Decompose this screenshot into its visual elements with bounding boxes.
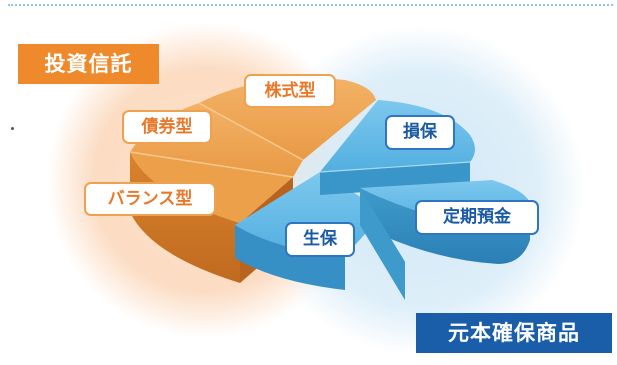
principal-guaranteed-label: 元本確保商品 xyxy=(416,313,612,353)
stock-type-label: 株式型 xyxy=(244,74,336,108)
life-insurance-label: 生保 xyxy=(285,222,355,257)
blue-seam xyxy=(319,161,471,173)
non-life-insurance-label: 損保 xyxy=(385,115,455,150)
dotted-top-border xyxy=(8,4,613,6)
bond-type-label: 債券型 xyxy=(122,110,212,144)
balanced-type-label: バランス型 xyxy=(84,182,216,216)
stray-dot xyxy=(11,127,14,130)
orange-seam-1 xyxy=(129,151,294,178)
pie-slice-life-side xyxy=(235,225,345,290)
pie-slice-deposit-front xyxy=(360,188,405,300)
investment-trust-label: 投資信託 xyxy=(18,44,159,84)
orange-seam-2 xyxy=(198,102,304,161)
time-deposit-label: 定期預金 xyxy=(415,200,539,235)
